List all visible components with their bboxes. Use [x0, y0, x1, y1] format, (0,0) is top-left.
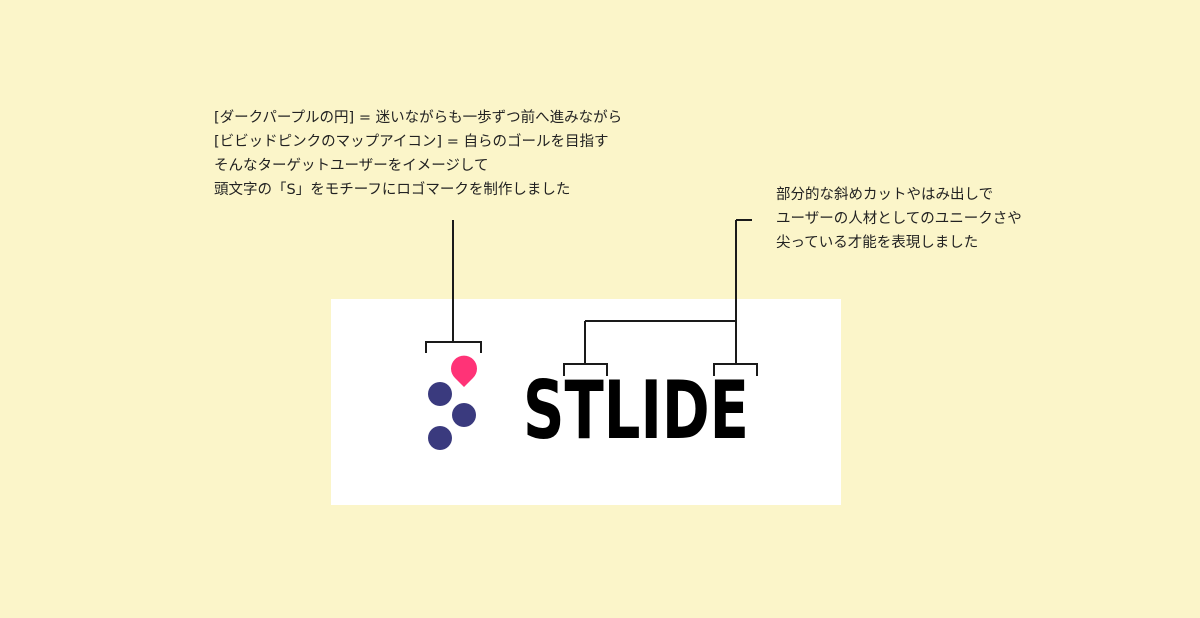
- bracket-lines: [425, 219, 758, 376]
- annotation-line: 部分的な斜めカットやはみ出しで: [776, 187, 994, 203]
- annotation-line: 尖っている才能を表現しました: [776, 235, 979, 251]
- purple-circle: [452, 403, 476, 427]
- annotation-line: [ダークパープルの円] = 迷いながらも一歩ずつ前へ進みながら: [214, 110, 623, 126]
- annotation-line: 頭文字の「S」をモチーフにロゴマークを制作しました: [214, 182, 571, 198]
- wordmark: STLIDE: [523, 364, 749, 457]
- left-annotation: [ダークパープルの円] = 迷いながらも一歩ずつ前へ進みながら [ビビッドピンク…: [214, 106, 622, 202]
- purple-circle: [428, 382, 452, 406]
- annotation-line: ユーザーの人材としてのユニークさや: [776, 211, 1022, 227]
- right-annotation: 部分的な斜めカットやはみ出しで ユーザーの人材としてのユニークさや 尖っている才…: [776, 183, 1022, 255]
- annotation-line: そんなターゲットユーザーをイメージして: [214, 158, 489, 174]
- purple-circle: [428, 426, 452, 450]
- map-pin-icon: [450, 355, 477, 387]
- annotation-line: [ビビッドピンクのマップアイコン] = 自らのゴールを目指す: [214, 134, 609, 150]
- logo-mark: [428, 355, 477, 450]
